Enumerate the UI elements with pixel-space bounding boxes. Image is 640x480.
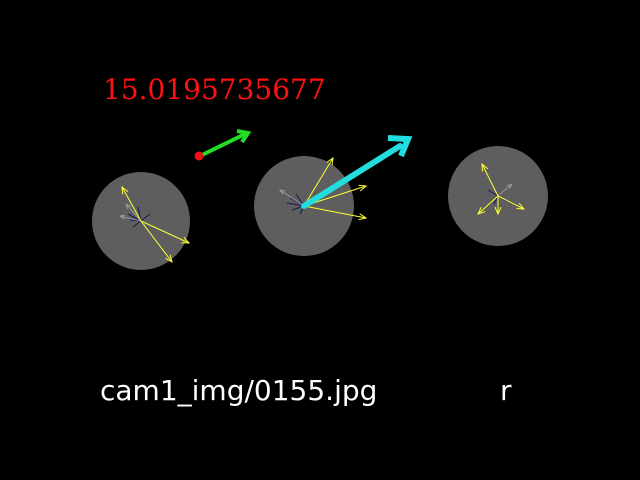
sphere-middle [254,135,413,256]
image-filename: cam1_img/0155.jpg [100,374,378,407]
sphere-left-gray-vectors [120,204,142,222]
sphere-right [448,146,548,246]
key-indicator: r [500,374,512,407]
sphere-middle-gray-vectors [280,190,305,207]
measurement-value: 15.0195735677 [103,73,326,106]
green-motion-arrow [198,129,252,158]
red-origin-point [194,151,204,161]
sphere-left-yellow-vectors [122,187,189,262]
cyan-direction-arrow [301,135,413,209]
sphere-right-gray-vectors [497,184,512,197]
sphere-left [92,172,190,270]
sphere-right-yellow-vectors [478,164,524,214]
